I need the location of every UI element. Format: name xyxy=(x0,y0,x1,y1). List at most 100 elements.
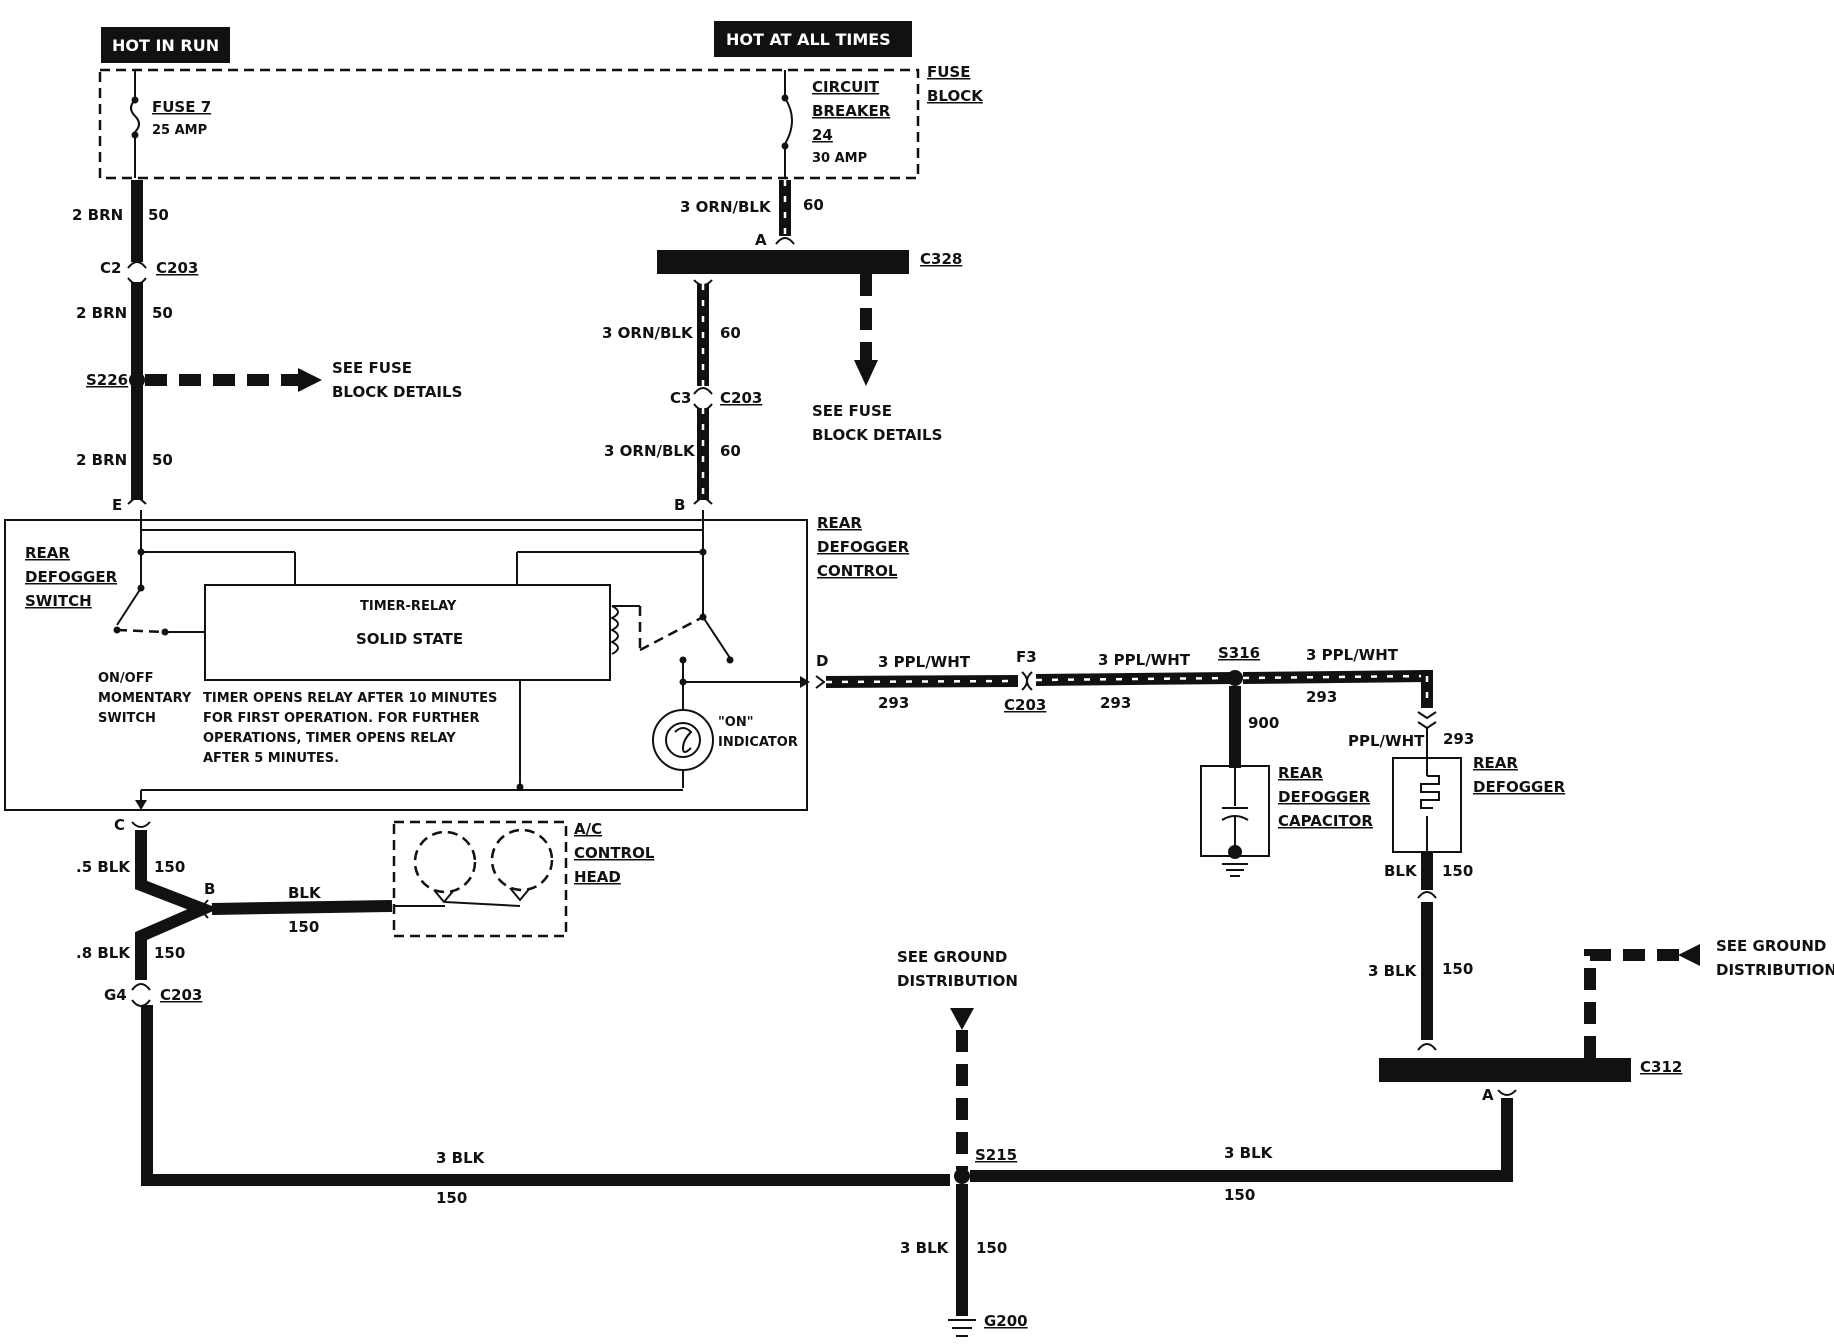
wire-blk-150-y xyxy=(135,830,219,980)
ground-conn-name: C203 xyxy=(160,986,202,1004)
control-internal-wiring xyxy=(113,510,810,810)
center-ground-arrow xyxy=(950,1008,974,1030)
ac-control-head-box xyxy=(392,820,568,938)
right-wire-top: 3 ORN/BLK xyxy=(680,198,772,216)
control-title-3: CONTROL xyxy=(817,562,898,580)
center-see-ground-1: SEE GROUND xyxy=(897,948,1007,966)
left-conn-name: C203 xyxy=(156,259,198,277)
ground-wire-8: .8 BLK xyxy=(76,944,131,962)
right-circuit-lower: 60 xyxy=(720,442,741,460)
pin-a-label: A xyxy=(755,231,767,249)
circuit-breaker-line-1: CIRCUIT xyxy=(812,78,880,96)
capacitor-label-3: CAPACITOR xyxy=(1278,812,1373,830)
fuse-7-rating: 25 AMP xyxy=(152,123,207,138)
left-see-fuse-2: BLOCK DETAILS xyxy=(332,383,462,401)
defogger-ground-wire: BLK xyxy=(1384,862,1418,880)
bottom-right-circuit: 150 xyxy=(1224,1186,1255,1204)
ground-circuit-c: 150 xyxy=(154,858,185,876)
timer-note-4: AFTER 5 MINUTES. xyxy=(203,751,339,766)
ground-wire-c: .5 BLK xyxy=(76,858,131,876)
ground-pin-b: B xyxy=(204,880,215,898)
bottom-left-wire: 3 BLK xyxy=(436,1149,486,1167)
bottom-left-circuit: 150 xyxy=(436,1189,467,1207)
connector-c203-c3 xyxy=(693,387,713,411)
rear-defogger-control-box xyxy=(4,519,808,811)
wire-blk-150-ac xyxy=(211,900,393,915)
splice-s215-dot xyxy=(954,1168,970,1184)
timer-relay-label: TIMER-RELAY xyxy=(360,599,457,614)
circuit-breaker-symbol xyxy=(781,70,793,178)
connector-c203-g4 xyxy=(131,983,151,1007)
wire-blk-150-bottom-left xyxy=(141,1005,950,1186)
c312-pin-a: A xyxy=(1482,1086,1494,1104)
hot-in-run-tag: HOT IN RUN xyxy=(101,27,230,63)
right-wire-mid: 3 ORN/BLK xyxy=(602,324,694,342)
right-wire-lower: 3 ORN/BLK xyxy=(604,442,696,460)
left-circuit-upper: 50 xyxy=(148,206,169,224)
output-wire-2: 3 PPL/WHT xyxy=(1098,651,1191,669)
left-conn-pin: C2 xyxy=(100,259,121,277)
defogger-ground-circuit: 150 xyxy=(1442,862,1473,880)
defogger-label-1: REAR xyxy=(1473,754,1518,772)
defogger-circuit: 293 xyxy=(1443,730,1474,748)
right-see-fuse-1: SEE FUSE xyxy=(812,402,892,420)
heater-grid-icon xyxy=(1420,728,1440,852)
to-ground-circuit: 150 xyxy=(976,1239,1007,1257)
to-ground-wire: 3 BLK xyxy=(900,1239,950,1257)
on-indicator-label-2: INDICATOR xyxy=(718,735,798,750)
momentary-label-1: ON/OFF xyxy=(98,671,154,686)
circuit-breaker-line-2: BREAKER xyxy=(812,102,891,120)
capacitor-circuit: 900 xyxy=(1248,714,1279,732)
output-circuit-1: 293 xyxy=(878,694,909,712)
circuit-breaker-rating: 30 AMP xyxy=(812,151,867,166)
momentary-label-3: SWITCH xyxy=(98,711,156,726)
pin-d-label: D xyxy=(816,652,828,670)
left-wire-upper: 2 BRN xyxy=(72,206,123,224)
output-conn-name: C203 xyxy=(1004,696,1046,714)
pin-b-arrow xyxy=(693,494,713,505)
pin-b-label: B xyxy=(674,496,685,514)
hot-at-all-times-tag: HOT AT ALL TIMES xyxy=(714,21,912,57)
connector-c312-label: C312 xyxy=(1640,1058,1682,1076)
right-ground-arrow xyxy=(1678,944,1700,966)
connector-c312 xyxy=(1379,1058,1631,1082)
left-wire-mid: 2 BRN xyxy=(76,304,127,322)
switch-label-1: REAR xyxy=(25,544,70,562)
hot-at-all-times-label: HOT AT ALL TIMES xyxy=(726,30,891,49)
right-circuit-top: 60 xyxy=(803,196,824,214)
pin-e-arrow xyxy=(127,494,147,505)
output-wire-3: 3 PPL/WHT xyxy=(1306,646,1399,664)
on-indicator-label-1: "ON" xyxy=(718,715,753,730)
timer-note-3: OPERATIONS, TIMER OPENS RELAY xyxy=(203,731,456,746)
s226-arrow xyxy=(298,368,322,392)
output-circuit-2: 293 xyxy=(1100,694,1131,712)
ground-g200: G200 xyxy=(984,1312,1028,1330)
connector-c328 xyxy=(657,250,909,274)
fuse-7-symbol xyxy=(130,70,140,178)
ac-label-2: CONTROL xyxy=(574,844,655,862)
right-see-fuse-2: BLOCK DETAILS xyxy=(812,426,942,444)
defogger-label-2: DEFOGGER xyxy=(1473,778,1566,796)
splice-s316-dot xyxy=(1227,670,1243,686)
right-ground-wire: 3 BLK xyxy=(1368,962,1418,980)
pin-a-c328 xyxy=(775,237,795,245)
wire-blk-150-bottom-right xyxy=(970,1098,1513,1182)
ac-control-lamps xyxy=(394,828,554,907)
control-title-2: DEFOGGER xyxy=(817,538,910,556)
right-conn-name: C203 xyxy=(720,389,762,407)
wire-ppl-wht-293-c xyxy=(1242,670,1428,684)
timer-note-1: TIMER OPENS RELAY AFTER 10 MINUTES xyxy=(203,691,497,706)
switch-label-2: DEFOGGER xyxy=(25,568,118,586)
fuse-block-outline xyxy=(98,68,920,180)
pin-e-label: E xyxy=(112,496,122,514)
right-see-ground-2: DISTRIBUTION xyxy=(1716,961,1834,979)
splice-s226-dot xyxy=(129,372,145,388)
momentary-label-2: MOMENTARY xyxy=(98,691,192,706)
ac-circuit: 150 xyxy=(288,918,319,936)
bottom-right-wire: 3 BLK xyxy=(1224,1144,1274,1162)
capacitor-icon xyxy=(1221,768,1249,877)
output-conn-pin: F3 xyxy=(1016,648,1037,666)
right-circuit-mid: 60 xyxy=(720,324,741,342)
pin-c-label: C xyxy=(114,816,125,834)
